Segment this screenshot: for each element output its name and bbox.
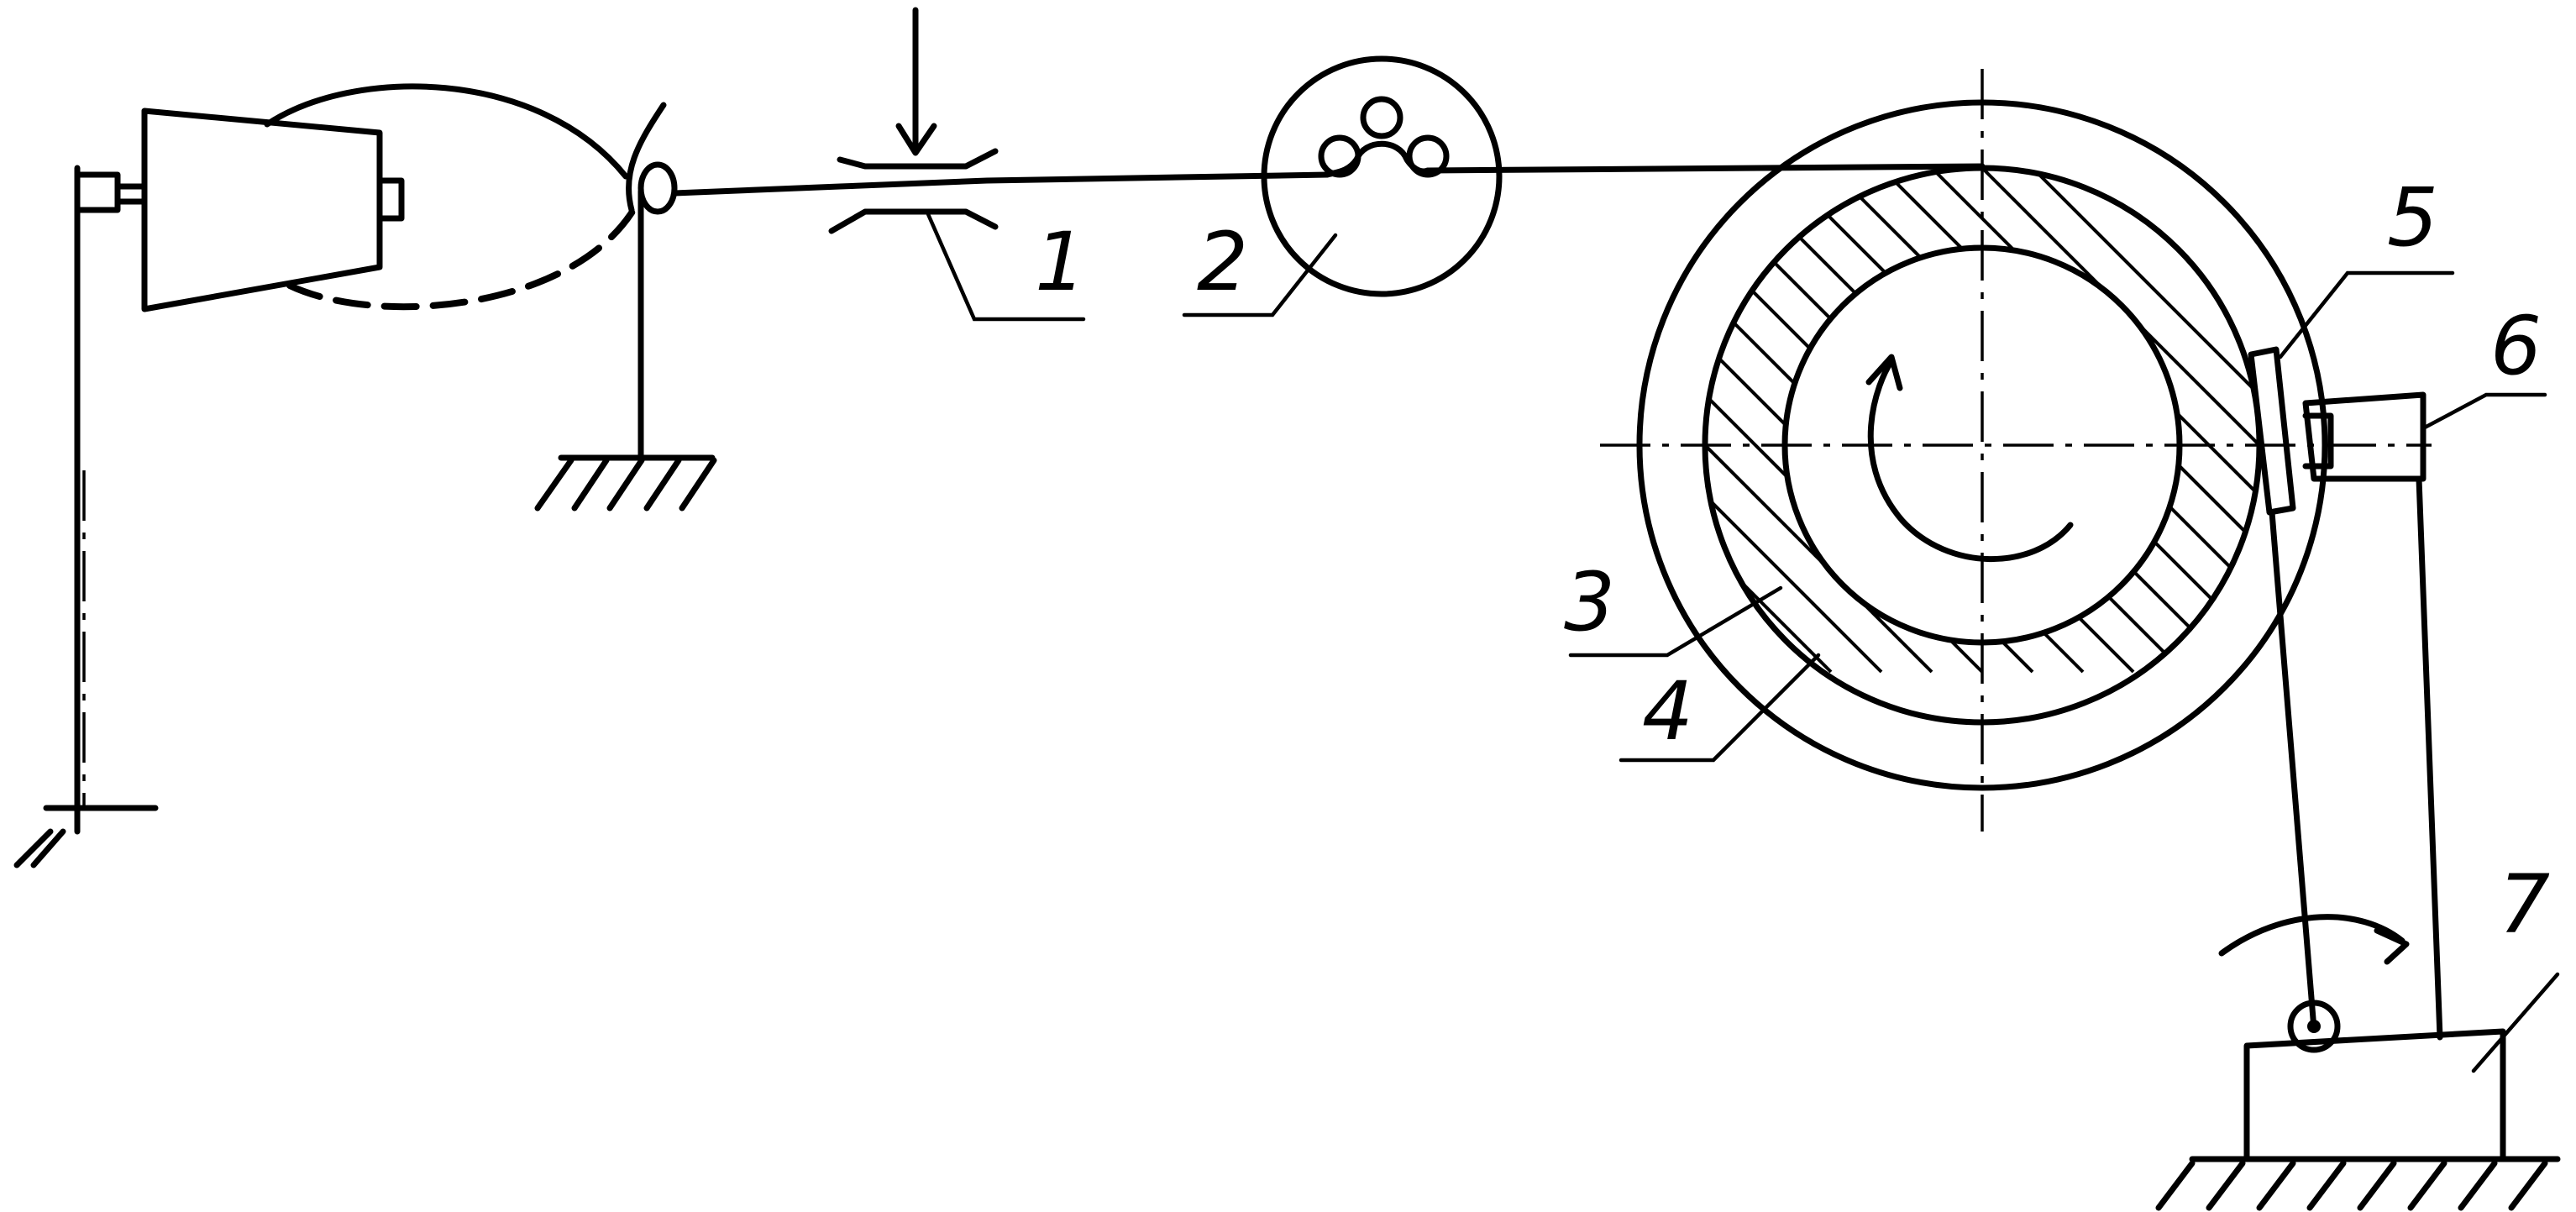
bracket-box: [2302, 391, 2426, 482]
rotation-arrowhead-inner: [1865, 354, 1903, 391]
ground-hatch-left: [13, 828, 66, 868]
drive-unit: 7: [2155, 858, 2561, 1211]
roller-housing: [1261, 55, 1503, 297]
package-spindle-left: [74, 171, 121, 213]
roller-top: [1360, 96, 1403, 139]
callout-5: 5: [2387, 171, 2438, 265]
supply-package: [13, 83, 642, 868]
callout-7: 7: [2499, 858, 2550, 952]
callout-2: 2: [1197, 215, 1248, 309]
balloon-lower-yarn: [286, 198, 642, 311]
drum-outer-circle: [1636, 99, 2328, 791]
yarn-line-left: [671, 171, 1330, 197]
callout-4: 4: [1642, 664, 1693, 758]
feed-roller-unit: 2: [1182, 55, 1503, 317]
pulley-axle: [2307, 1020, 2321, 1033]
leader-1: [926, 212, 1086, 322]
callout-1: 1: [1035, 215, 1086, 309]
guide-wire: [626, 102, 667, 213]
tension-plate-lower: [828, 208, 999, 234]
yarn-around-rollers: [1324, 140, 1431, 178]
callout-6: 6: [2490, 299, 2542, 393]
balloon-upper-yarn: [264, 83, 629, 180]
rotation-arrow-inner: [1867, 358, 2074, 563]
drive-box: [2243, 1028, 2506, 1162]
hatch-lines: [1705, 168, 2259, 674]
leader-2: [1182, 233, 1338, 317]
package-spindle-tip: [114, 183, 148, 205]
drive-pulley: [2287, 1000, 2341, 1053]
guide-ground-hatch: [534, 457, 717, 512]
callout-3: 3: [1564, 555, 1615, 649]
winding-drum: 3 4: [1564, 69, 2432, 832]
vertical-link-left: [2269, 509, 2317, 1032]
leader-4: [1619, 653, 1821, 763]
bracket-tab: [2302, 412, 2334, 470]
oscillation-arrow: [2218, 914, 2405, 957]
roller-right: [1406, 134, 1450, 178]
cone-bobbin: [141, 108, 383, 312]
yarn-guide: [534, 102, 717, 512]
tension-force-arrowhead: [895, 123, 937, 156]
yarn-line-right: [1424, 163, 1986, 174]
vertical-link-right: [2416, 475, 2443, 1041]
cone-end-cap: [376, 177, 405, 222]
traverse-slider: [2248, 346, 2296, 516]
guide-eyelet: [637, 161, 678, 215]
leader-3: [1568, 585, 1783, 658]
oscillation-arrowhead: [2374, 927, 2410, 965]
ground-hatch-right: [2155, 1160, 2548, 1211]
leader-5: [2278, 270, 2455, 359]
leader-7: [2471, 972, 2560, 1073]
tension-plate-upper: [837, 148, 999, 170]
tensioner: 1: [828, 7, 1086, 322]
traverse-mechanism: 5 6: [2248, 171, 2547, 1041]
leader-6: [2421, 392, 2547, 431]
